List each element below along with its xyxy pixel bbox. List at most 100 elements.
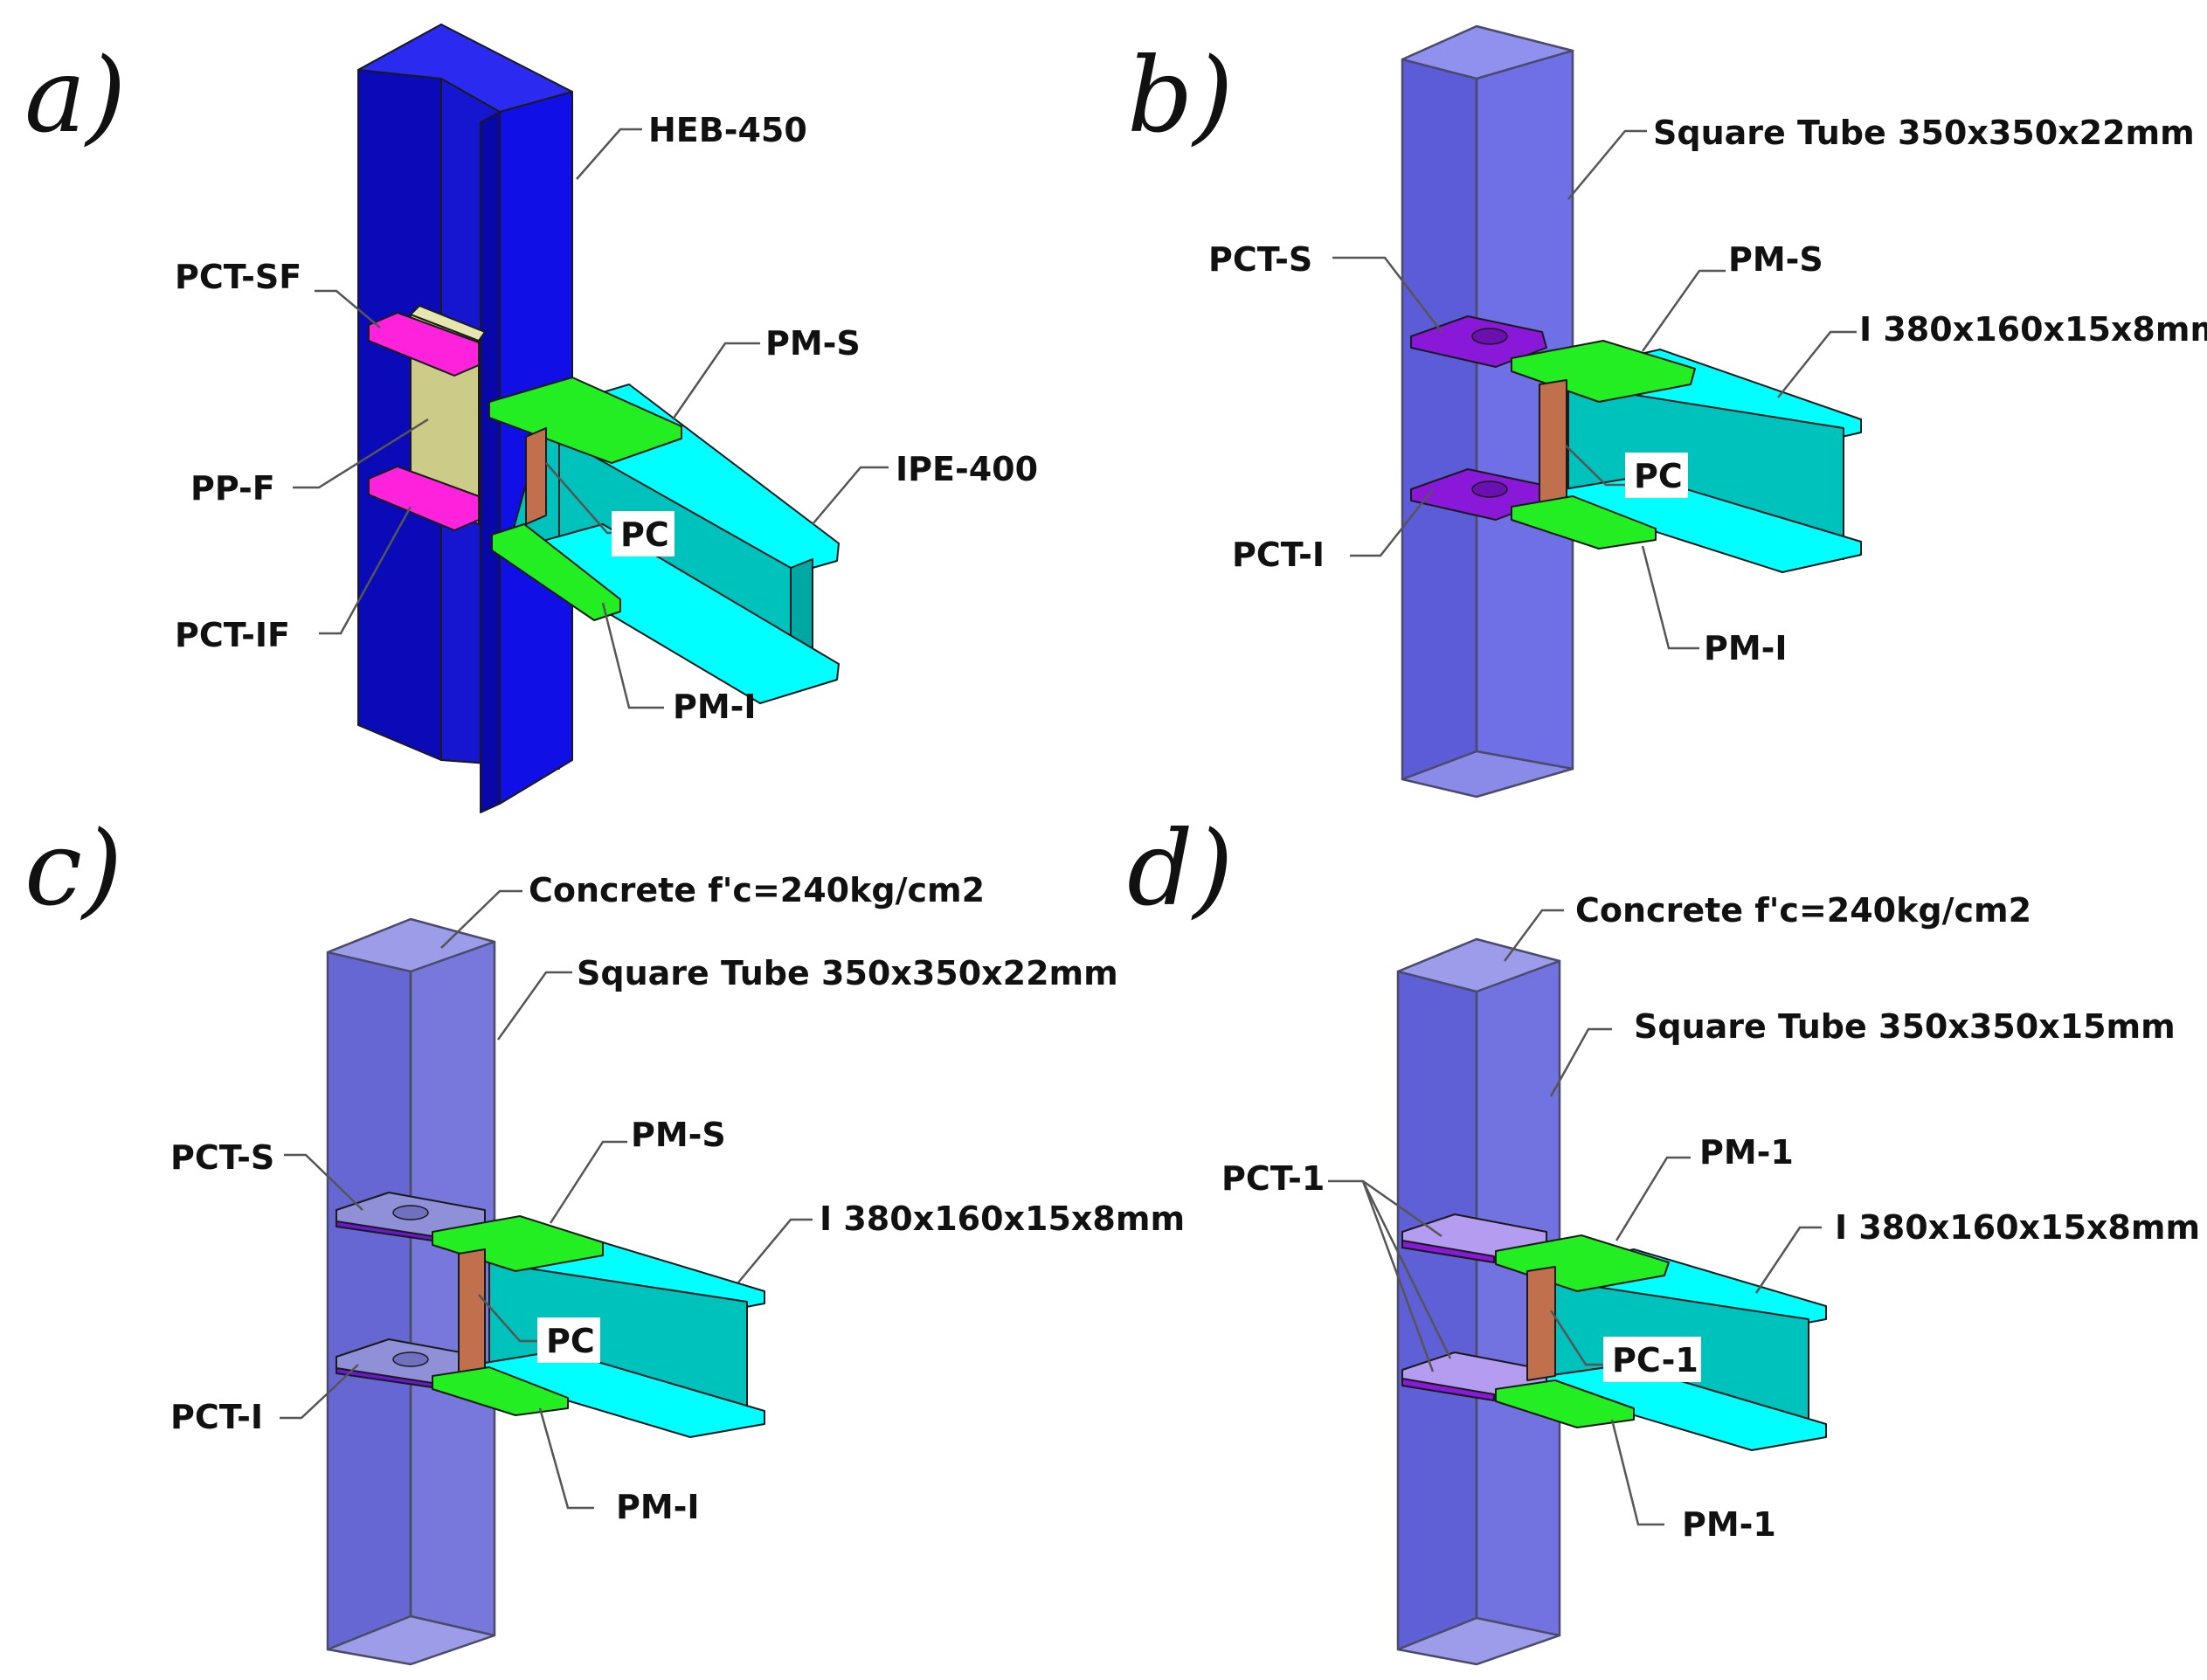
callout-concrete-c: Concrete f'c=240kg/cm2 [529, 871, 985, 909]
callout-pct-sf: PCT-SF [175, 258, 301, 296]
pct-sf-plate [368, 312, 480, 377]
leader-concrete-c [440, 889, 522, 949]
heb-top-cap [357, 24, 573, 113]
tube-d-bottom [1396, 1616, 1561, 1666]
tube-c-front [326, 951, 412, 1651]
callout-pct-s-c: PCT-S [170, 1138, 274, 1177]
leader-beam-c [737, 1218, 813, 1283]
leader-pct-1-b-d [1361, 1180, 1435, 1372]
callout-pm-1-bottom-d: PM-1 [1682, 1505, 1776, 1544]
leader-beam-d [1754, 1226, 1822, 1294]
leader-pct-i-c [280, 1364, 359, 1420]
callout-tube-d: Square Tube 350x350x15mm [1634, 1007, 2176, 1046]
callout-beam-d: I 380x160x15x8mm [1835, 1208, 2200, 1247]
callout-pc-bg-c [537, 1317, 600, 1363]
callout-pp-f: PP-F [190, 469, 275, 508]
beam-i-c [484, 1231, 765, 1438]
panel-d: d) Concrete f'c=240kg/cm2 Squar [1127, 808, 2200, 1666]
leader-pp-f [293, 418, 429, 489]
callout-pct-i-c: PCT-I [170, 1398, 263, 1436]
pc-plate-b [1539, 379, 1567, 516]
leader-pct-if [319, 506, 412, 635]
pm-i-plate-c [432, 1366, 569, 1416]
pct-1-top-edge-d [1401, 1240, 1495, 1263]
pm-1-bottom-plate-d [1495, 1379, 1635, 1428]
leader-pm-i [601, 602, 664, 709]
square-tube-b [1401, 24, 1574, 799]
callout-pc-1-d: PC-1 [1612, 1341, 1698, 1379]
leader-pm-i-b [1641, 545, 1699, 650]
callout-pm-s-b: PM-S [1728, 240, 1823, 279]
panel-label-c: c) [24, 808, 122, 929]
pm-i-plate-b [1511, 495, 1657, 550]
panel-b: b) Square Tube 350x3 [1127, 24, 2207, 799]
panel-label-d: d) [1127, 808, 1234, 929]
leader-concrete-d [1503, 909, 1564, 962]
leader-pm-1-bottom-d [1610, 1419, 1664, 1526]
tube-d-top [1396, 937, 1561, 993]
callout-pm-s-a: PM-S [765, 324, 861, 363]
callout-concrete-d: Concrete f'c=240kg/cm2 [1575, 891, 2031, 930]
pct-s-hole-c [392, 1205, 429, 1220]
callout-pm-i-c: PM-I [616, 1488, 700, 1526]
callout-beam-b: I 380x160x15x8mm [1859, 310, 2207, 349]
tube-b-top [1401, 24, 1574, 80]
callout-tube-b: Square Tube 350x350x22mm [1653, 114, 2195, 152]
leader-pm-s-b [1641, 269, 1726, 352]
callout-pm-i-a: PM-I [673, 688, 757, 726]
callout-heb-450: HEB-450 [648, 111, 807, 149]
callout-pc-b: PC [1634, 457, 1683, 495]
panel-c: c) Concrete f'c=240kg/cm2 [24, 808, 1185, 1666]
pct-i-hole-c [392, 1352, 429, 1367]
leader-beam-b [1777, 330, 1857, 398]
callout-beam-c: I 380x160x15x8mm [820, 1200, 1185, 1238]
pct-i-hole-b [1471, 480, 1508, 498]
leader-pct-1-c-d [1361, 1180, 1452, 1359]
tube-c-top [326, 917, 496, 973]
tube-b-bottom [1401, 750, 1574, 799]
square-tube-c [326, 917, 496, 1666]
leader-pc-1-d [1549, 1310, 1608, 1366]
leader-pc-b [1565, 445, 1627, 487]
square-tube-d [1396, 937, 1561, 1666]
leader-tube-c [496, 971, 572, 1040]
callout-pc-bg-b [1625, 453, 1688, 498]
pct-1-bottom-edge-d [1401, 1378, 1495, 1401]
panel-label-a: a) [24, 35, 126, 156]
leader-pm-1-top-d [1615, 1156, 1691, 1241]
leader-heb [576, 128, 642, 180]
heb-front-flange-side [480, 111, 501, 813]
leader-pct-s-c [284, 1153, 363, 1211]
pc-plate-c [458, 1248, 486, 1377]
callout-pc-bg-a [612, 511, 675, 557]
panel-label-b: b) [1127, 35, 1234, 156]
callout-pm-i-b: PM-I [1704, 629, 1788, 667]
pm-i-plate [491, 523, 621, 621]
callout-pc-1-bg-d [1603, 1337, 1701, 1382]
leader-ipe [812, 466, 889, 525]
leader-pct-i-b [1350, 488, 1434, 557]
leader-pm-i-c [538, 1407, 594, 1510]
callout-pct-s-b: PCT-S [1208, 240, 1312, 279]
pct-s-hole-b [1471, 328, 1508, 345]
leader-pct-sf [315, 289, 381, 328]
tube-b-front [1401, 58, 1478, 781]
pc-1-plate-d [1526, 1266, 1556, 1381]
callout-pm-s-c: PM-S [631, 1116, 726, 1154]
pm-s-plate [488, 377, 682, 464]
callout-pct-1-d: PCT-1 [1221, 1159, 1325, 1198]
panel-a: a) [24, 24, 1038, 813]
callout-pct-if: PCT-IF [175, 616, 290, 654]
pp-f-plate-top [410, 305, 486, 342]
pct-if-plate [368, 466, 480, 531]
pc-plate [525, 427, 547, 525]
leader-pc-c [478, 1294, 542, 1343]
tube-c-bottom [326, 1614, 496, 1666]
leader-tube-d [1549, 1027, 1612, 1097]
callout-pc-c: PC [546, 1322, 595, 1360]
leader-pct-s-b [1332, 256, 1443, 333]
leader-pm-s [671, 342, 760, 420]
callout-pct-i-b: PCT-I [1232, 536, 1325, 574]
leader-tube-b [1567, 129, 1647, 200]
